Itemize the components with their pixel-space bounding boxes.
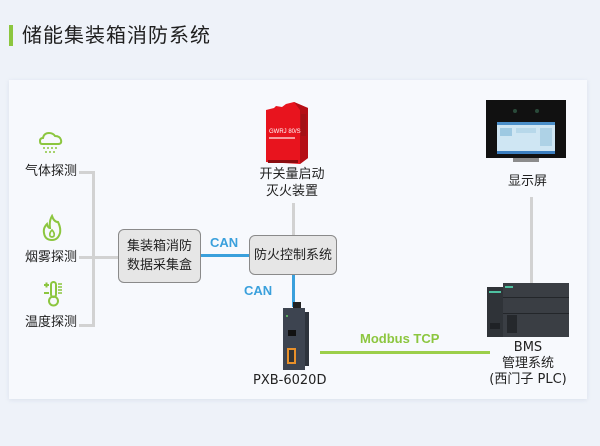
bms-label: BMS 管理系统 (西门子 PLC) <box>478 340 578 388</box>
gateway-label: PXB-6020D <box>253 373 327 388</box>
connector-line <box>79 256 118 259</box>
flame-icon <box>42 214 62 242</box>
fire-extinguisher-device-icon: GWRJ 80/S <box>266 102 308 164</box>
connector-line <box>92 171 95 327</box>
title-accent-bar <box>9 25 13 46</box>
extinguisher-label-line2: 灭火装置 <box>265 184 318 199</box>
extinguisher-label-line1: 开关量启动 <box>259 167 325 182</box>
gas-cloud-icon <box>38 131 63 153</box>
bms-label-line1: BMS <box>513 340 543 355</box>
connector-line <box>79 324 94 327</box>
page-title: 储能集装箱消防系统 <box>22 23 211 47</box>
bms-label-line2: 管理系统 <box>501 356 554 371</box>
connector-line <box>530 197 533 284</box>
connector-line <box>292 203 295 235</box>
sensor-label-smoke: 烟雾探测 <box>25 250 78 265</box>
can-label-1: CAN <box>210 235 239 250</box>
collector-label-line1: 集装箱消防 <box>126 239 192 254</box>
sensor-label-temperature: 温度探测 <box>25 315 78 330</box>
collector-label-line2: 数据采集盒 <box>126 258 192 273</box>
connector-line <box>79 171 94 174</box>
display-screen-icon <box>486 100 566 162</box>
data-collector-box[interactable]: 集装箱消防 数据采集盒 <box>118 229 201 283</box>
bms-label-line3: (西门子 PLC) <box>489 372 567 387</box>
svg-text:GWRJ 80/S: GWRJ 80/S <box>269 129 301 135</box>
can-label-2: CAN <box>244 283 273 298</box>
display-label: 显示屏 <box>508 174 548 189</box>
fire-control-label: 防火控制系统 <box>253 247 332 263</box>
modbus-label: Modbus TCP <box>360 331 440 346</box>
can-link-line <box>292 275 295 307</box>
thermometer-icon <box>44 281 62 307</box>
sensor-label-gas: 气体探测 <box>25 164 78 179</box>
plc-device-icon <box>487 283 569 337</box>
can-link-line <box>201 254 249 257</box>
gateway-device-icon <box>283 302 309 370</box>
extinguisher-label: 开关量启动 灭火装置 <box>252 166 332 200</box>
fire-control-system-box[interactable]: 防火控制系统 <box>249 235 337 275</box>
modbus-link-line <box>320 351 490 354</box>
